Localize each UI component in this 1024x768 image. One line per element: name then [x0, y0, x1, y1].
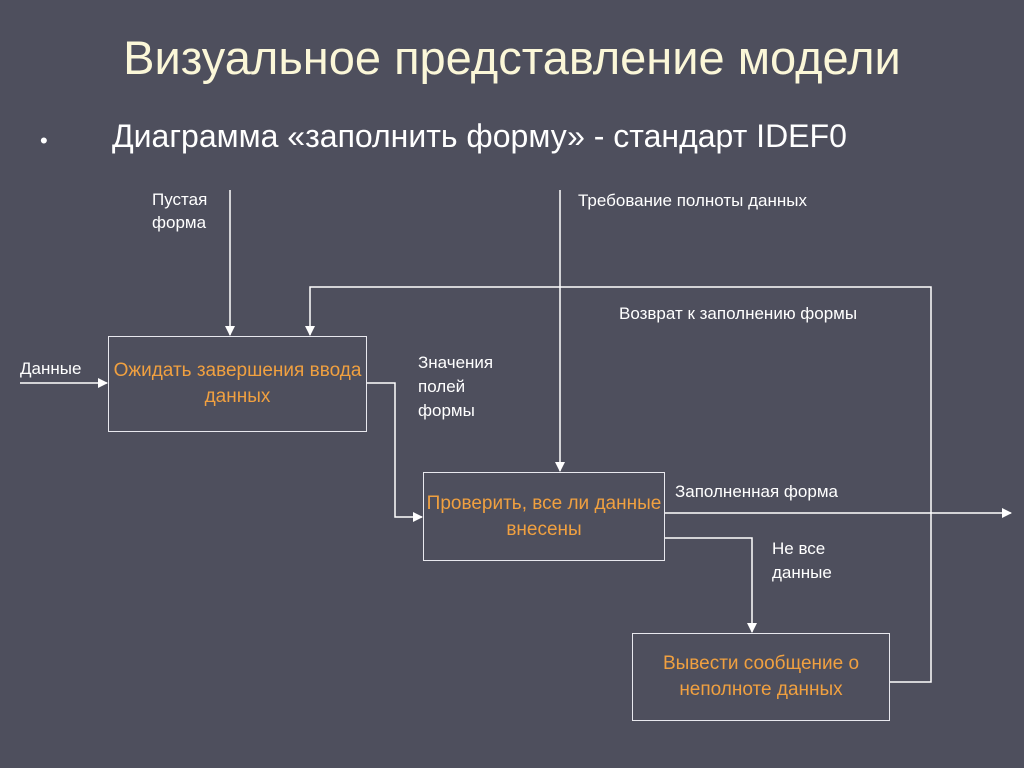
arrow-not-all-data [665, 537, 757, 633]
box-wait-input: Ожидать завершения ввода данных [108, 336, 367, 432]
label-requirement: Требование полноты данных [578, 191, 807, 210]
arrow-return-loop [305, 286, 932, 683]
box-check-data: Проверить, все ли данные внесены [423, 472, 665, 561]
label-values-1: Значения [418, 353, 494, 372]
label-return: Возврат к заполнению формы [619, 304, 858, 323]
box-show-message: Вывести сообщение о неполноте данных [632, 633, 890, 721]
label-empty-form-2: форма [152, 213, 207, 232]
bullet: • [40, 128, 48, 153]
label-input-data: Данные [20, 359, 82, 378]
label-empty-form-1: Пустая [152, 190, 208, 209]
label-filled-form: Заполненная форма [675, 482, 838, 501]
label-values-2: полей [418, 377, 466, 396]
arrow-field-values [367, 382, 423, 522]
slide-title: Визуальное представление модели [123, 31, 901, 84]
slide-subtitle: Диаграмма «заполнить форму» - стандарт I… [112, 118, 847, 154]
label-values-3: формы [418, 401, 475, 420]
label-not-all-2: данные [772, 563, 832, 582]
label-not-all-1: Не все [772, 539, 826, 558]
